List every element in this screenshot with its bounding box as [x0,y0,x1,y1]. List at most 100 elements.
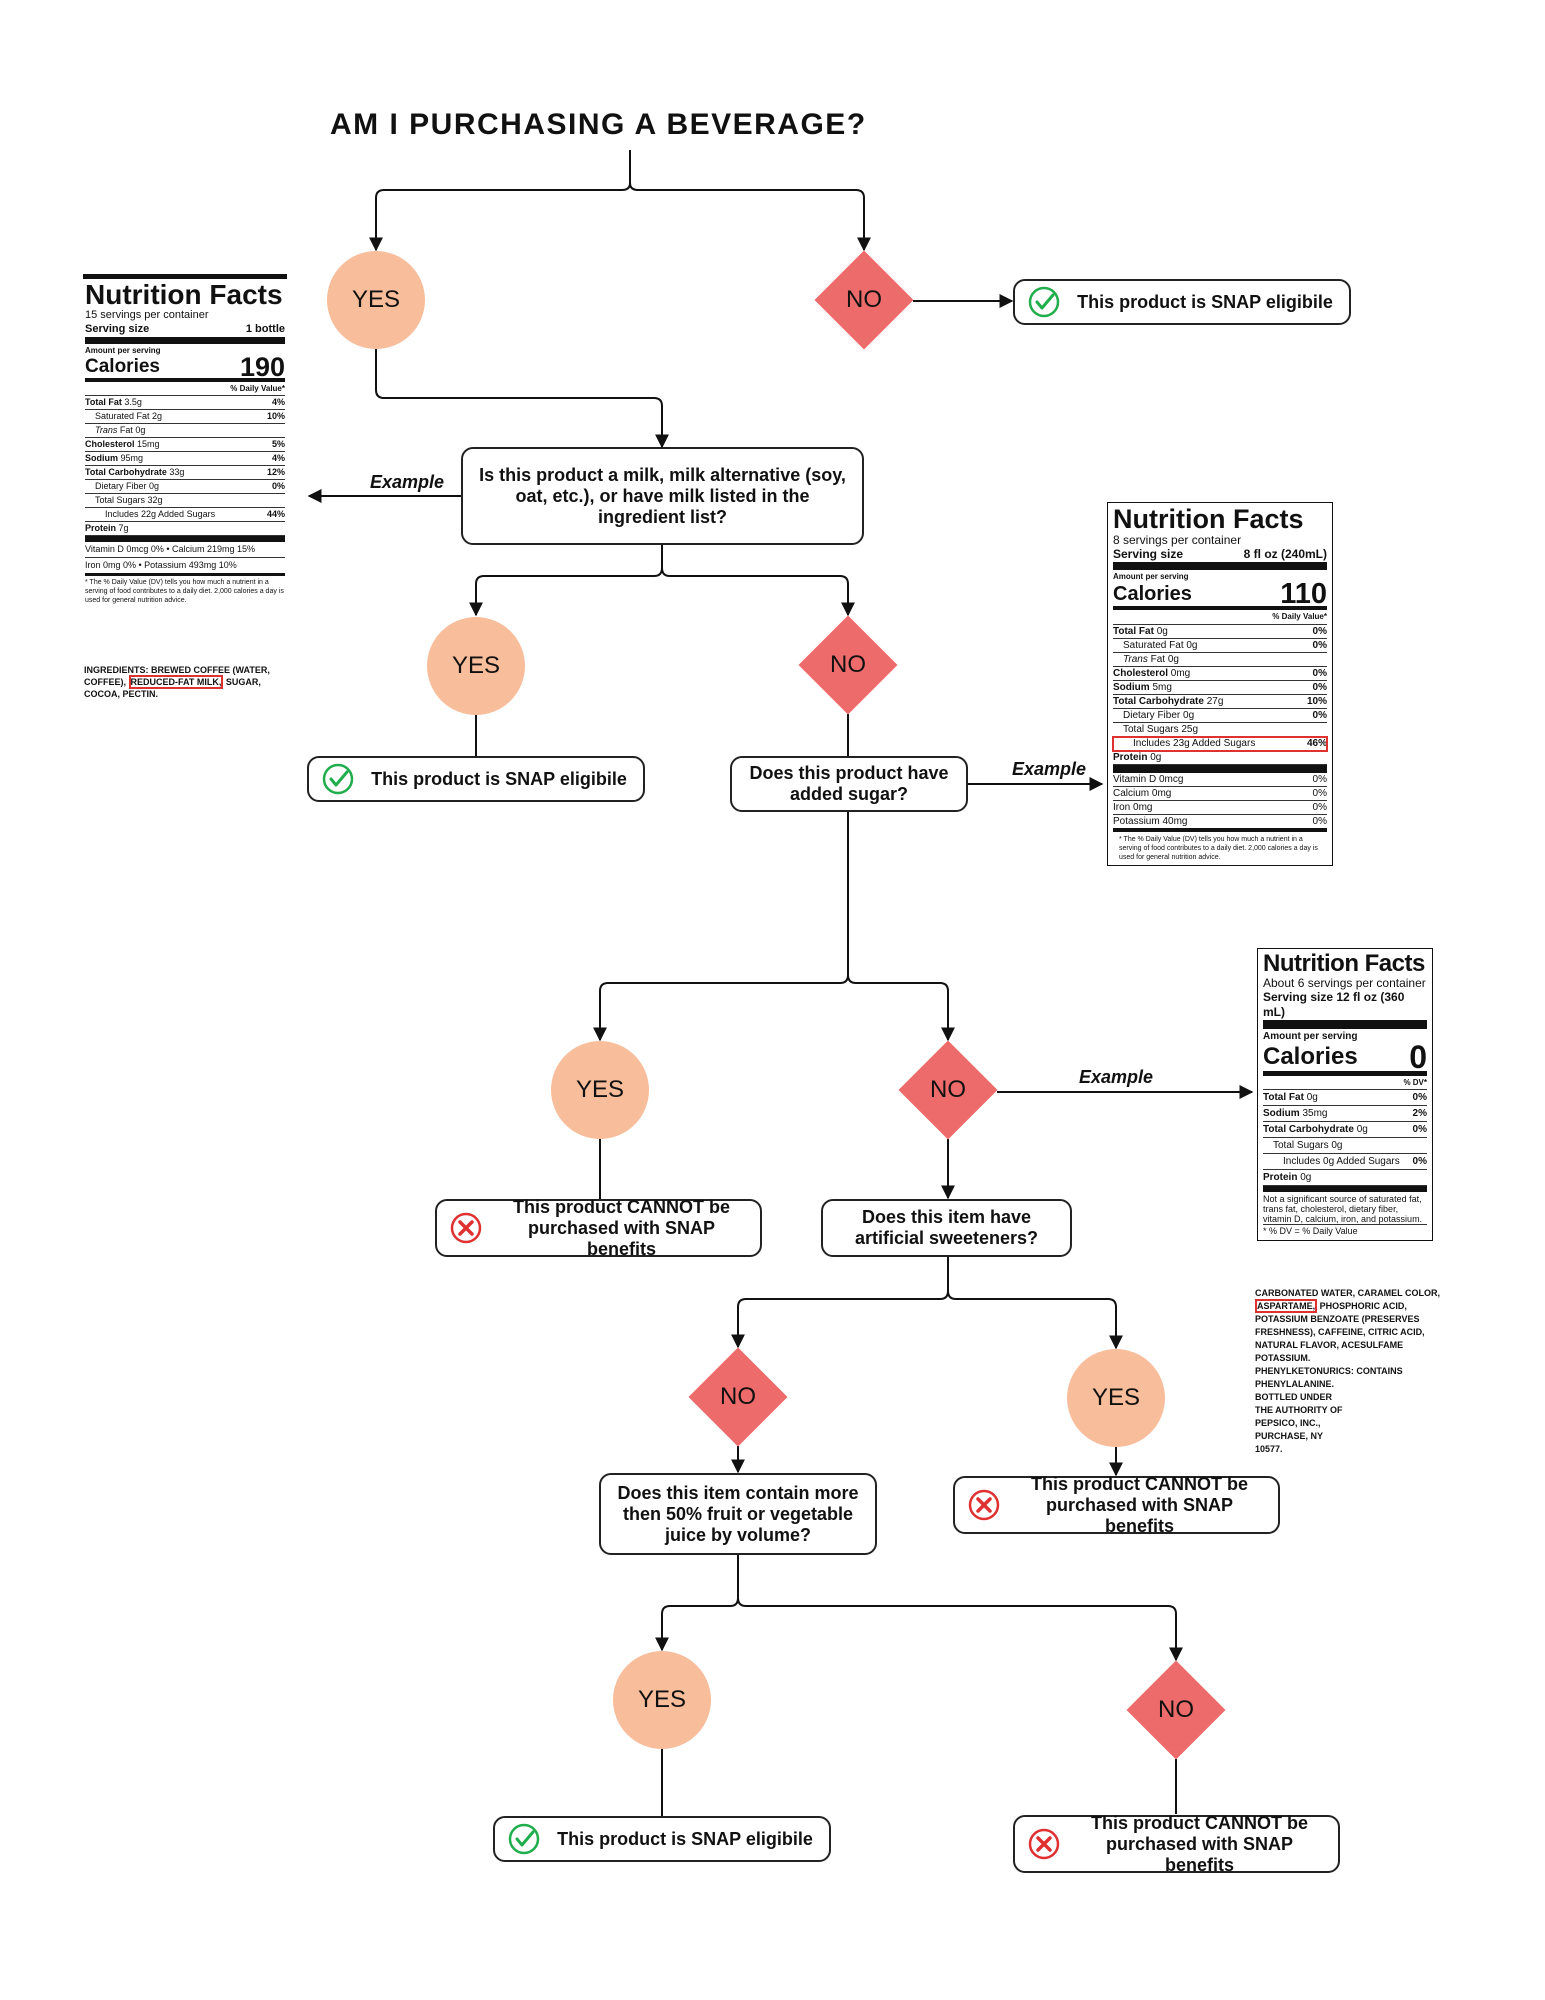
example-label-2: Example [1012,759,1087,779]
yes-node-5: YES [613,1651,711,1749]
result-eligible-2: This product is SNAP eligibile [307,756,645,802]
nf-footnote: * The % Daily Value (DV) tells you how m… [1119,836,1318,861]
nf-vitamin-line: Iron 0mg 0% • Potassium 493mg 10% [85,558,285,576]
edge-title-yes [369,150,631,252]
nf-serving-size-label: Serving size [85,323,150,335]
yes-label: YES [637,1686,687,1713]
x-circle-icon [968,1489,1000,1521]
no-label: NO [1158,1696,1194,1723]
nf-calories-label: Calories [1263,1043,1358,1070]
yes-node-2: YES [427,617,525,715]
nf-row: Protein 0g [1263,1170,1427,1186]
result-cannot-1: This product CANNOT be purchased with SN… [435,1196,762,1259]
result-text: This product is SNAP eligibile [557,1828,813,1849]
nf-row: Protein 0g [1113,751,1327,765]
nf-row: Protein 7g [85,522,285,536]
nf-row: Total Sugars 0g [1263,1138,1427,1154]
no-node-1: NO [814,250,914,350]
ingredient-highlight-aspartame: ASPARTAME, [1255,1299,1318,1313]
result-text: This product is SNAP eligibile [371,768,627,789]
nf-footnote: * % DV = % Daily Value [1263,1226,1358,1236]
edge-q1-yes [469,545,663,617]
nf-row: Total Sugars 25g [1113,723,1327,737]
nf-amount: Amount per serving [85,346,161,355]
nf-vitamins: Vitamin D 0mcg 0% • Calcium 219mg 15% Ir… [85,536,285,576]
nf-note: Not a significant source of saturated fa… [1263,1186,1427,1225]
nf-servings: 8 servings per container [1113,533,1242,547]
ingredients-coffee-milk: INGREDIENTS: BREWED COFFEE (WATER, COFFE… [84,664,292,700]
nutrition-label-coffee-milk: Nutrition Facts 15 servings per containe… [83,274,287,607]
result-eligible-1: This product is SNAP eligibile [1013,279,1351,325]
result-cannot-2: This product CANNOT be purchased with SN… [953,1473,1280,1536]
yes-node-4: YES [1067,1349,1165,1447]
nf-title: Nutrition Facts [1113,504,1304,534]
example-label-3: Example [1079,1067,1154,1087]
nf-title: Nutrition Facts [85,279,283,310]
ingredients-text: CARBONATED WATER, CARAMEL COLOR, [1255,1288,1440,1298]
question-artificial-sweeteners: Does this item have artificial sweetener… [821,1199,1072,1257]
no-node-3: NO [898,1040,998,1140]
yes-node-3: YES [551,1041,649,1139]
nf-dv-header: % Daily Value* [230,384,285,393]
nf-serving-size: 8 fl oz (240mL) [1243,547,1327,561]
nutrition-label-diet-soda: Nutrition Facts About 6 servings per con… [1257,948,1433,1241]
ingredients-text: SUGAR, COCOA, PECTIN. [84,677,261,699]
no-node-2: NO [798,615,898,715]
yes-label: YES [351,286,401,313]
nf-calories-label: Calories [85,356,160,377]
result-text: This product is SNAP eligibile [1077,291,1333,312]
nf-row: Trans Fat 0g [1113,653,1327,667]
question-added-sugar: Does this product have added sugar? [730,756,968,812]
question-milk: Is this product a milk, milk alternative… [461,447,864,545]
nf-calories: 0 [1409,1039,1427,1075]
nf-amount: Amount per serving [1263,1031,1358,1042]
question-fruit-juice: Does this item contain more then 50% fru… [599,1473,877,1555]
check-circle-icon [1028,286,1060,318]
example-label-1: Example [370,472,445,492]
ingredients-warning: PHENYLKETONURICS: CONTAINS PHENYLALANINE… [1255,1366,1403,1389]
nf-dv-header: % DV* [1403,1078,1427,1087]
yes-label: YES [1091,1384,1141,1411]
ingredients-diet-soda: CARBONATED WATER, CARAMEL COLOR, ASPARTA… [1255,1287,1455,1456]
nutrition-label-added-sugar: Nutrition Facts 8 servings per container… [1107,502,1333,866]
nf-servings: 15 servings per container [85,309,209,321]
edge-q4-no [737,1555,1183,1662]
nf-title: Nutrition Facts [1263,950,1425,977]
x-circle-icon [450,1212,482,1244]
yes-label: YES [575,1076,625,1103]
result-text: This product CANNOT be purchased with SN… [513,1196,730,1259]
result-text: This product CANNOT be purchased with SN… [1031,1473,1248,1536]
yes-node-1: YES [327,251,425,349]
edge-q1-no [661,545,855,617]
nf-row: Trans Fat 0g [85,424,285,438]
check-circle-icon [508,1823,540,1855]
yes-label: YES [451,652,501,679]
edge-q2-yes [593,812,849,1042]
nf-calories-label: Calories [1113,583,1192,605]
result-text: This product CANNOT be purchased with SN… [1091,1812,1308,1875]
no-node-4: NO [688,1347,788,1447]
edge-q2-no [847,812,955,1042]
